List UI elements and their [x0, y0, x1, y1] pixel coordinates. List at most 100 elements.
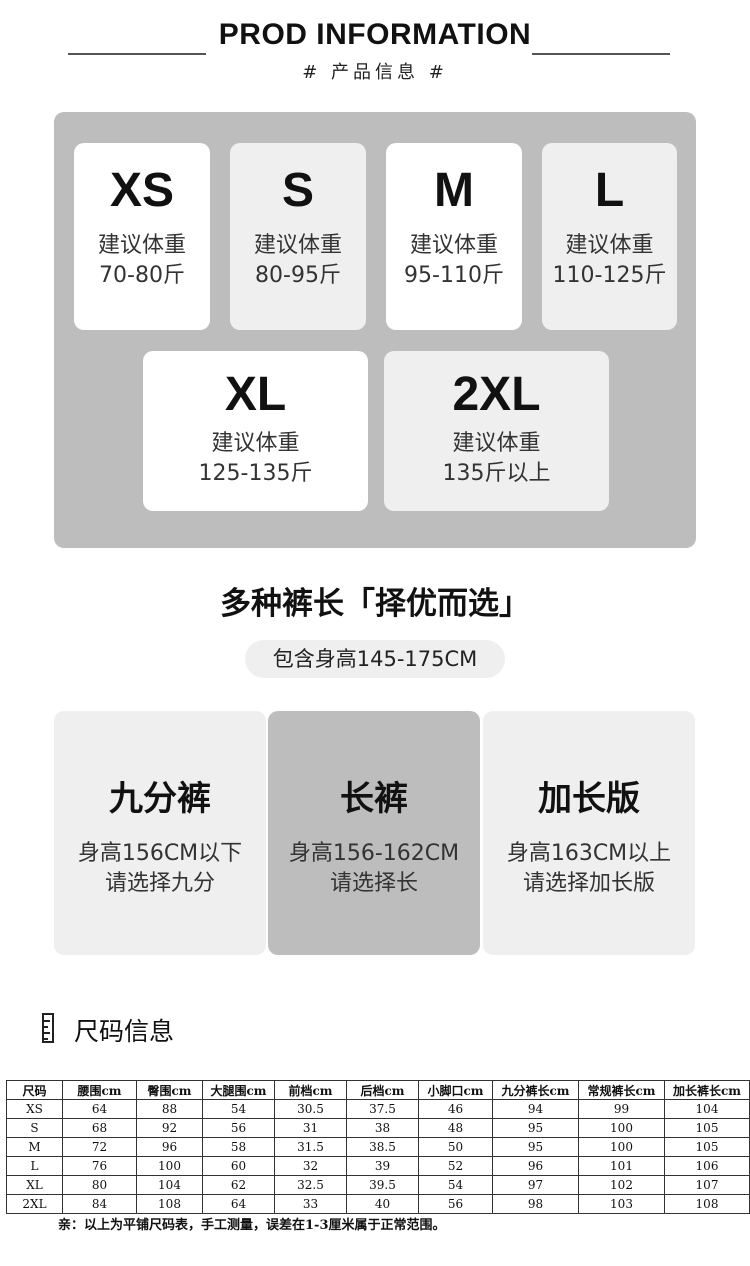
table-cell: L: [6, 1156, 63, 1176]
table-cell: 104: [664, 1099, 750, 1119]
table-cell: 52: [418, 1156, 493, 1176]
size-card-s: S 建议体重 80-95斤: [230, 143, 366, 330]
length-option-name: 九分裤: [109, 779, 211, 819]
column-header: 尺码: [6, 1080, 63, 1100]
table-cell: 64: [202, 1194, 275, 1214]
table-cell: 68: [62, 1118, 137, 1138]
length-option-advice: 请选择加长版: [522, 871, 655, 896]
column-header: 后档cm: [346, 1080, 419, 1100]
table-cell: 2XL: [6, 1194, 63, 1214]
table-cell: 80: [62, 1175, 137, 1195]
table-cell: 88: [136, 1099, 203, 1119]
table-row: XS 64 88 54 30.5 37.5 46 94 99 104: [6, 1099, 750, 1119]
table-cell: 102: [578, 1175, 665, 1195]
table-cell: 96: [136, 1137, 203, 1157]
table-cell: M: [6, 1137, 63, 1157]
table-cell: 98: [492, 1194, 579, 1214]
length-option-advice: 请选择长: [329, 871, 418, 896]
size-label: XS: [109, 164, 175, 217]
table-cell: S: [6, 1118, 63, 1138]
column-header: 加长裤长cm: [664, 1080, 750, 1100]
table-cell: XS: [6, 1099, 63, 1119]
size-label: XL: [224, 368, 287, 421]
length-option-height: 身高156-162CM: [288, 841, 460, 866]
table-cell: 37.5: [346, 1099, 419, 1119]
table-cell: 54: [418, 1175, 493, 1195]
table-cell: 100: [578, 1118, 665, 1138]
table-cell: XL: [6, 1175, 63, 1195]
table-cell: 54: [202, 1099, 275, 1119]
table-cell: 39: [346, 1156, 419, 1176]
height-range-badge: 包含身高145-175CM: [245, 640, 505, 678]
table-cell: 48: [418, 1118, 493, 1138]
table-row: 2XL 84 108 64 33 40 56 98 103 108: [6, 1194, 750, 1214]
column-header: 腰围cm: [62, 1080, 137, 1100]
table-cell: 84: [62, 1194, 137, 1214]
table-cell: 62: [202, 1175, 275, 1195]
column-header: 前档cm: [274, 1080, 347, 1100]
table-cell: 60: [202, 1156, 275, 1176]
size-card-l: L 建议体重 110-125斤: [542, 143, 677, 330]
table-cell: 97: [492, 1175, 579, 1195]
table-cell: 99: [578, 1099, 665, 1119]
column-header: 小脚口cm: [418, 1080, 493, 1100]
table-cell: 100: [136, 1156, 203, 1176]
table-cell: 72: [62, 1137, 137, 1157]
ruler-icon: [42, 1013, 54, 1043]
table-cell: 32: [274, 1156, 347, 1176]
size-weight: 125-135斤: [198, 461, 313, 486]
table-cell: 31: [274, 1118, 347, 1138]
table-cell: 106: [664, 1156, 750, 1176]
length-option-regular[interactable]: 长裤 身高156-162CM 请选择长: [268, 711, 480, 955]
column-header: 九分裤长cm: [492, 1080, 579, 1100]
size-caption: 建议体重: [452, 431, 541, 456]
table-cell: 108: [664, 1194, 750, 1214]
table-cell: 56: [418, 1194, 493, 1214]
table-cell: 38: [346, 1118, 419, 1138]
table-cell: 103: [578, 1194, 665, 1214]
table-cell: 108: [136, 1194, 203, 1214]
size-weight: 110-125斤: [552, 263, 667, 288]
size-info-title: 尺码信息: [74, 1017, 175, 1046]
header-line-right: [532, 53, 670, 55]
length-title: 多种裤长「择优而选」: [220, 586, 530, 622]
length-option-height: 身高163CM以上: [506, 841, 672, 866]
size-weight: 70-80斤: [99, 263, 185, 288]
size-card-2xl: 2XL 建议体重 135斤以上: [384, 351, 609, 511]
table-cell: 32.5: [274, 1175, 347, 1195]
table-cell: 95: [492, 1118, 579, 1138]
length-option-cropped[interactable]: 九分裤 身高156CM以下 请选择九分: [54, 711, 266, 955]
table-header-row: 尺码 腰围cm 臀围cm 大腿围cm 前档cm 后档cm 小脚口cm 九分裤长c…: [6, 1080, 750, 1100]
table-cell: 38.5: [346, 1137, 419, 1157]
size-label: 2XL: [452, 368, 541, 421]
size-weight: 95-110斤: [404, 263, 504, 288]
size-caption: 建议体重: [253, 233, 342, 258]
table-cell: 33: [274, 1194, 347, 1214]
size-card-xs: XS 建议体重 70-80斤: [74, 143, 210, 330]
table-cell: 46: [418, 1099, 493, 1119]
table-cell: 76: [62, 1156, 137, 1176]
column-header: 臀围cm: [136, 1080, 203, 1100]
table-cell: 58: [202, 1137, 275, 1157]
size-label: M: [434, 164, 474, 217]
table-cell: 64: [62, 1099, 137, 1119]
table-row: M 72 96 58 31.5 38.5 50 95 100 105: [6, 1137, 750, 1157]
table-cell: 56: [202, 1118, 275, 1138]
table-cell: 96: [492, 1156, 579, 1176]
size-caption: 建议体重: [409, 233, 498, 258]
header-line-left: [68, 53, 206, 55]
table-cell: 31.5: [274, 1137, 347, 1157]
table-row: S 68 92 56 31 38 48 95 100 105: [6, 1118, 750, 1138]
size-card-m: M 建议体重 95-110斤: [386, 143, 522, 330]
table-cell: 39.5: [346, 1175, 419, 1195]
table-row: XL 80 104 62 32.5 39.5 54 97 102 107: [6, 1175, 750, 1195]
length-option-long[interactable]: 加长版 身高163CM以上 请选择加长版: [483, 711, 695, 955]
size-card-xl: XL 建议体重 125-135斤: [143, 351, 368, 511]
table-cell: 101: [578, 1156, 665, 1176]
table-cell: 40: [346, 1194, 419, 1214]
table-cell: 100: [578, 1137, 665, 1157]
size-table: 尺码 腰围cm 臀围cm 大腿围cm 前档cm 后档cm 小脚口cm 九分裤长c…: [6, 1080, 750, 1214]
table-cell: 94: [492, 1099, 579, 1119]
table-cell: 95: [492, 1137, 579, 1157]
size-weight: 135斤以上: [442, 461, 551, 486]
